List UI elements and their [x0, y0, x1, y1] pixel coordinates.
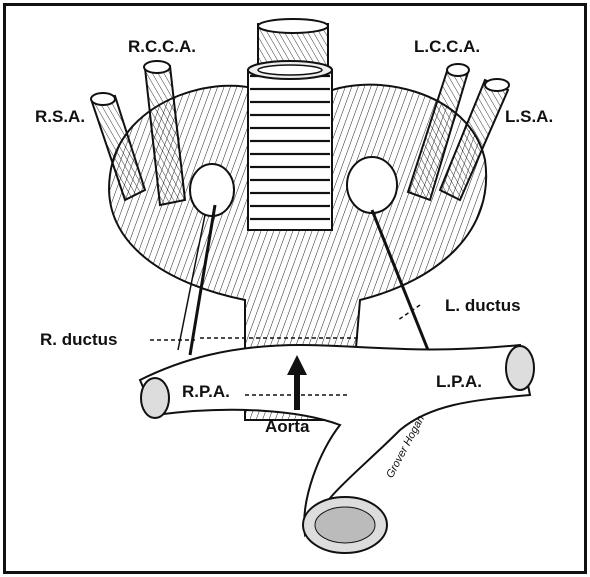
label-lcca: L.C.C.A. — [414, 38, 480, 55]
label-lsa: L.S.A. — [505, 108, 553, 125]
label-l-ductus: L. ductus — [445, 297, 521, 314]
label-r-ductus: R. ductus — [40, 331, 117, 348]
label-rpa: R.P.A. — [182, 383, 230, 400]
label-rsa: R.S.A. — [35, 108, 85, 125]
trachea — [248, 61, 332, 230]
label-lpa: L.P.A. — [436, 373, 482, 390]
label-aorta: Aorta — [265, 418, 309, 435]
label-rcca: R.C.C.A. — [128, 38, 196, 55]
